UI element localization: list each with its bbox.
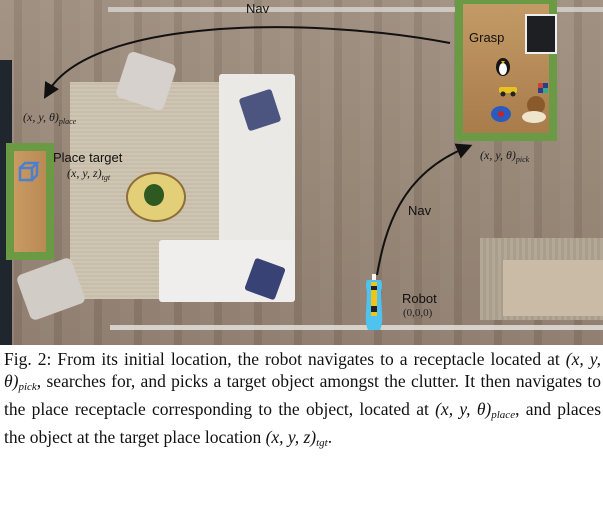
grasp-label: Grasp — [469, 30, 505, 45]
wall-rail-top — [108, 7, 603, 12]
car-toy-icon — [499, 87, 517, 97]
scene-figure: Nav Nav Grasp Place target Robot (0,0,0)… — [0, 0, 603, 345]
target-pose-main: (x, y, z) — [67, 166, 102, 180]
place-receptacle — [6, 143, 54, 260]
pick-pose-label: (x, y, θ)pick — [480, 148, 529, 164]
nav-paths — [43, 26, 473, 276]
place-target-label: Place target — [53, 150, 123, 165]
lion-toy-icon — [522, 96, 546, 123]
target-pose-sub: tgt — [101, 173, 111, 182]
caption-math-place-sub: place — [491, 409, 516, 421]
nav-path-robot-to-pick — [376, 143, 473, 276]
pick-pose-main: (x, y, θ) — [480, 148, 516, 162]
place-pose-sub: place — [58, 117, 77, 126]
caption-math-place: (x, y, θ) — [435, 399, 492, 419]
caption-text: . — [327, 427, 333, 447]
wall-rail-bottom — [110, 325, 603, 330]
ball-toy-icon — [491, 106, 511, 122]
nav-path-pick-to-place — [43, 26, 451, 99]
caption-math-tgt: (x, y, z) — [265, 427, 317, 447]
target-cube-icon — [18, 161, 40, 182]
nav-label-right: Nav — [408, 203, 432, 218]
robot-icon — [365, 274, 383, 330]
robot-label: Robot — [402, 291, 437, 306]
robot-coord: (0,0,0) — [403, 307, 433, 319]
caption-text: , and places the object at the target pl… — [4, 399, 602, 447]
caption-text: , searches for, and picks a target objec… — [4, 371, 601, 419]
pick-pose-sub: pick — [515, 155, 530, 164]
caption-math-pick: (x, y, θ) — [4, 349, 601, 391]
caption-math-pick-sub: pick — [18, 381, 37, 393]
figure-caption: Fig. 2: From its initial location, the r… — [4, 348, 601, 454]
place-pose-label: (x, y, θ)place — [23, 110, 76, 126]
caption-text: From its initial location, the robot nav… — [51, 349, 566, 369]
nav-label-top: Nav — [246, 1, 270, 16]
rubiks-cube-icon — [538, 83, 548, 93]
penguin-toy-icon — [496, 58, 510, 76]
target-pose-label: (x, y, z)tgt — [67, 166, 110, 182]
plant — [144, 184, 164, 206]
caption-math-tgt-sub: tgt — [316, 437, 328, 449]
dining-table — [503, 260, 603, 316]
place-pose-main: (x, y, θ) — [23, 110, 59, 124]
caption-fig-label: Fig. 2: — [4, 349, 52, 369]
dark-object — [525, 14, 557, 54]
